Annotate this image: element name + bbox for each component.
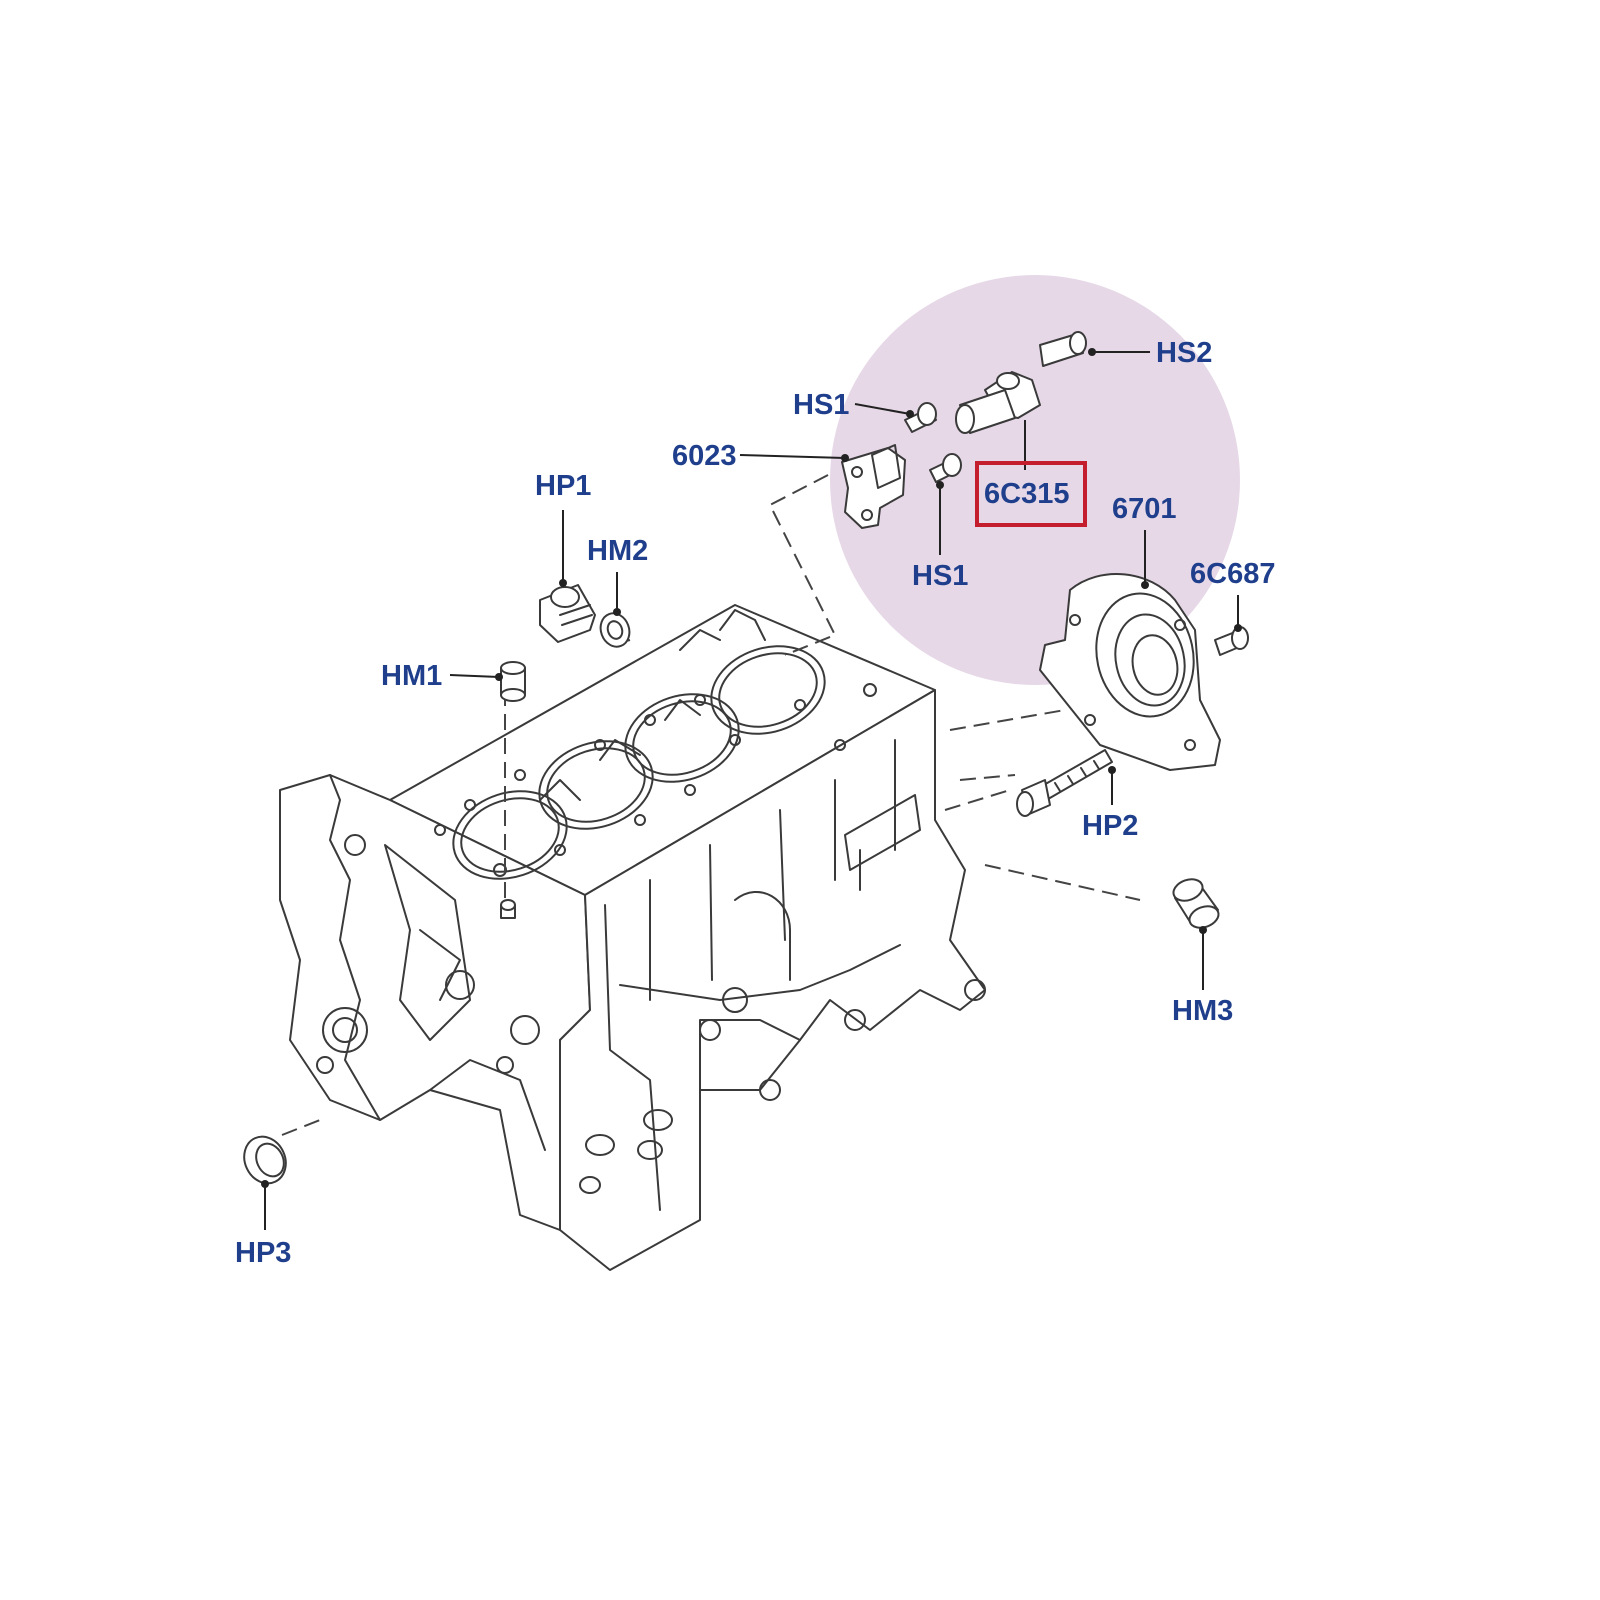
assembly-guide-lines: [281, 474, 1141, 1136]
hp1-plug-icon: [539, 584, 596, 643]
label-hp2: HP2: [1082, 810, 1138, 842]
engine-block-icon: [279, 604, 986, 1271]
label-6023: 6023: [672, 440, 737, 472]
label-hs1-top: HS1: [793, 389, 849, 421]
hm1-dowel-icon: [500, 661, 526, 702]
hs1-bottom-bolt-icon: [929, 453, 962, 483]
label-hp3: HP3: [235, 1237, 291, 1269]
6c687-bolt-icon: [1214, 626, 1249, 656]
crankshaft-sensor-icon: [955, 371, 1041, 470]
hp3-ring-icon: [243, 1135, 287, 1185]
label-hm3: HM3: [1172, 995, 1233, 1027]
highlight-box: [975, 461, 1087, 527]
label-hs2: HS2: [1156, 337, 1212, 369]
label-hp1: HP1: [535, 470, 591, 502]
bracket-icon: [841, 444, 906, 529]
hs1-top-bolt-icon: [904, 402, 937, 433]
label-6c315: 6C315: [984, 478, 1069, 510]
label-hs1-bottom: HS1: [912, 560, 968, 592]
hp2-bolt-icon: [1016, 749, 1113, 817]
label-6c687: 6C687: [1190, 558, 1275, 590]
label-6701: 6701: [1112, 493, 1177, 525]
hm3-sleeve-icon: [1172, 878, 1220, 929]
leader-lines: [261, 348, 1242, 1230]
rear-seal-retainer-icon: [1039, 573, 1221, 771]
label-hm1: HM1: [381, 660, 442, 692]
hm2-washer-icon: [599, 612, 631, 648]
label-hm2: HM2: [587, 535, 648, 567]
hs2-bolt-icon: [1039, 331, 1087, 367]
